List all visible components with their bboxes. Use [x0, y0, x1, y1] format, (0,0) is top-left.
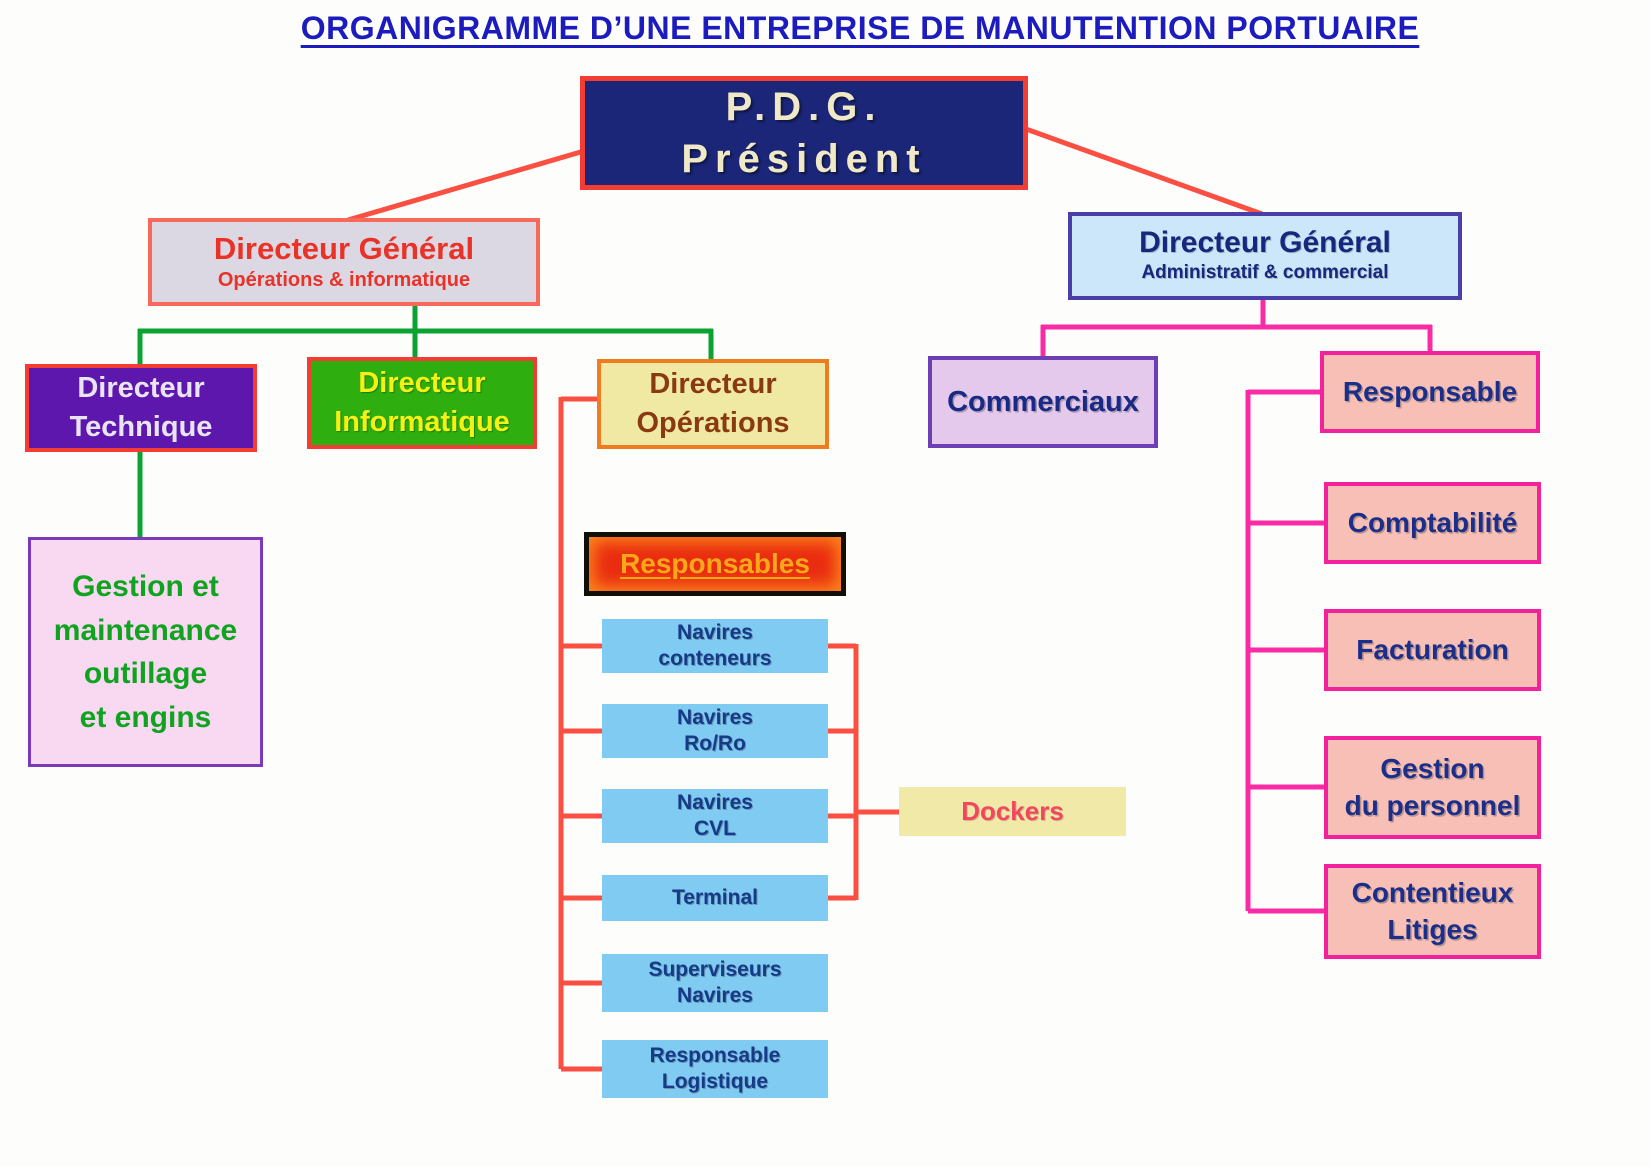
node-navires-roro: Navires Ro/Ro — [602, 704, 828, 758]
node-dockers: Dockers — [899, 787, 1126, 836]
node-pdg: P.D.G. Président — [580, 76, 1028, 190]
node-dg-admin: Directeur Général Administratif & commer… — [1068, 212, 1462, 300]
green-connectors — [137, 304, 714, 540]
node-comptabilite: Comptabilité — [1324, 482, 1541, 564]
node-directeur-operations: Directeur Opérations — [597, 359, 829, 449]
node-responsable-logistique: Responsable Logistique — [602, 1040, 828, 1098]
page-title: ORGANIGRAMME D’UNE ENTREPRISE DE MANUTEN… — [300, 10, 1420, 46]
node-gestion-personnel: Gestion du personnel — [1324, 736, 1541, 839]
node-superviseurs-navires: Superviseurs Navires — [602, 954, 828, 1012]
magenta-connectors — [1040, 298, 1433, 914]
node-commerciaux: Commerciaux — [928, 356, 1158, 448]
node-responsables: Responsables — [584, 532, 846, 596]
node-directeur-technique: Directeur Technique — [25, 364, 257, 452]
node-responsable: Responsable — [1320, 351, 1540, 433]
pdg-title: P.D.G. — [725, 85, 883, 129]
node-dg-operations: Directeur Général Opérations & informati… — [148, 218, 540, 306]
node-navires-cvl: Navires CVL — [602, 789, 828, 843]
node-contentieux-litiges: Contentieux Litiges — [1324, 864, 1541, 959]
dg-admin-subtitle: Administratif & commercial — [1141, 262, 1389, 284]
dg-operations-subtitle: Opérations & informatique — [217, 268, 471, 291]
node-terminal: Terminal — [602, 875, 828, 921]
dg-admin-title: Directeur Général — [1139, 225, 1391, 259]
pdg-subtitle: Président — [681, 137, 927, 181]
node-gestion-maintenance: Gestion et maintenance outillage et engi… — [28, 537, 263, 767]
dg-operations-title: Directeur Général — [213, 231, 475, 267]
node-facturation: Facturation — [1324, 609, 1541, 691]
red-connectors — [347, 126, 1263, 1072]
node-directeur-informatique: Directeur Informatique — [307, 357, 537, 449]
node-navires-conteneurs: Navires conteneurs — [602, 619, 828, 673]
